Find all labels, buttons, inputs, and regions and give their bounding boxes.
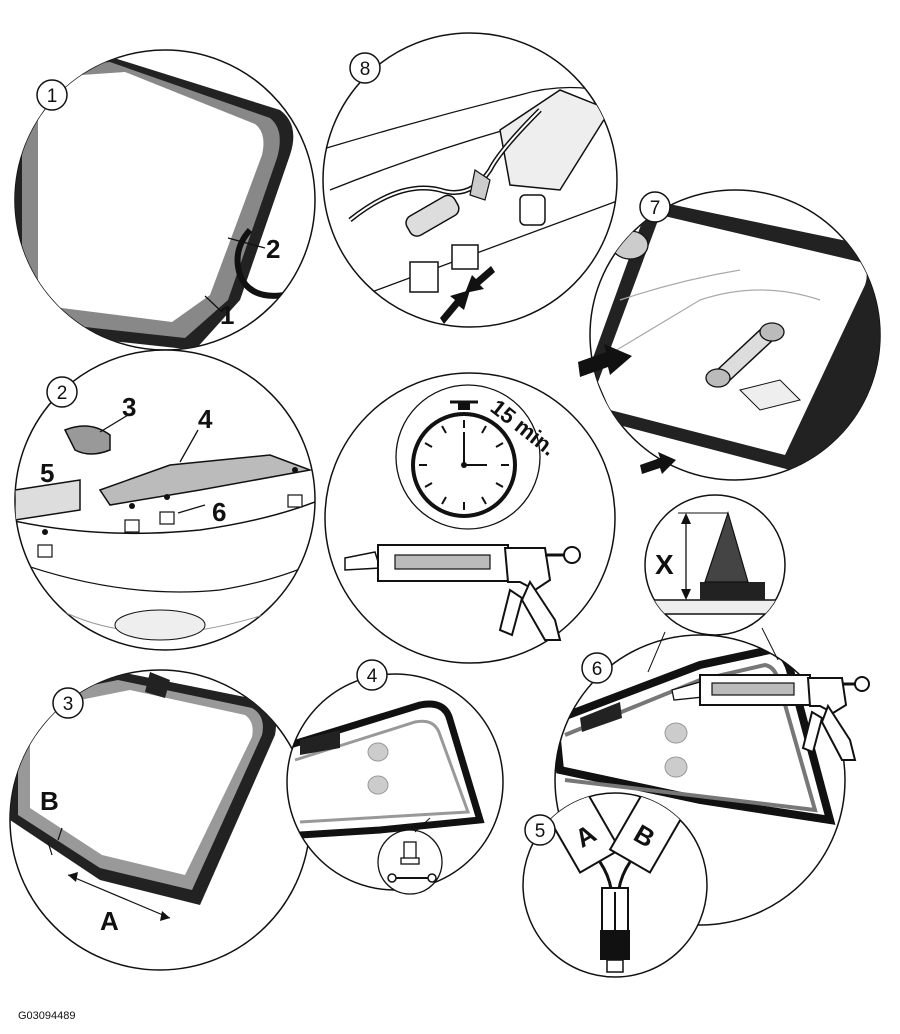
step-4-marker: 4 <box>356 659 388 691</box>
callout-2-6: 6 <box>212 497 226 527</box>
svg-text:4: 4 <box>367 666 378 687</box>
stopwatch-icon <box>411 400 517 518</box>
panel-2-install-cowl-clips: 3 4 6 5 2 <box>14 349 316 651</box>
panel-3-measure-bead: B A 3 <box>9 669 311 971</box>
caulking-gun-icon <box>344 544 581 641</box>
step-2-marker: 2 <box>46 376 78 408</box>
callout-1-1: 1 <box>220 300 234 330</box>
panel-8-disconnect-sensors: 8 <box>322 32 618 328</box>
panel-bead-height-detail: X <box>644 494 786 673</box>
callout-1-2: 2 <box>266 234 280 264</box>
step-1-marker: 1 <box>36 79 68 111</box>
caulking-gun-icon <box>671 674 870 761</box>
svg-text:7: 7 <box>650 198 661 219</box>
svg-text:8: 8 <box>360 59 371 80</box>
panel-7-position-glass: 7 <box>578 189 881 481</box>
svg-text:2: 2 <box>57 383 68 404</box>
callout-2-4: 4 <box>198 404 213 434</box>
callout-2-5: 5 <box>40 458 54 488</box>
panel-5-mix-urethane: A B 5 <box>522 792 708 978</box>
callout-2-3: 3 <box>122 392 136 422</box>
arrow-icon <box>440 290 470 324</box>
step-5-marker: 5 <box>524 814 556 846</box>
svg-text:1: 1 <box>47 86 58 107</box>
callout-x: X <box>655 549 674 580</box>
svg-text:5: 5 <box>535 821 546 842</box>
step-8-marker: 8 <box>349 52 381 84</box>
svg-text:3: 3 <box>63 694 74 715</box>
step-6-marker: 6 <box>581 652 613 684</box>
arrow-icon <box>465 266 495 293</box>
panel-1-remove-old-glass: 2 1 1 <box>14 49 316 351</box>
panel-cure-time: 15 min. <box>324 372 616 664</box>
figure-reference: G03094489 <box>18 1010 76 1022</box>
panel-4-install-clips: 4 <box>286 659 504 895</box>
callout-3-b: B <box>40 786 59 816</box>
callout-3-a: A <box>100 906 119 936</box>
svg-text:6: 6 <box>592 659 603 680</box>
step-3-marker: 3 <box>52 687 84 719</box>
arrow-icon <box>578 344 632 377</box>
step-7-marker: 7 <box>639 191 671 223</box>
arrow-icon <box>640 452 676 474</box>
